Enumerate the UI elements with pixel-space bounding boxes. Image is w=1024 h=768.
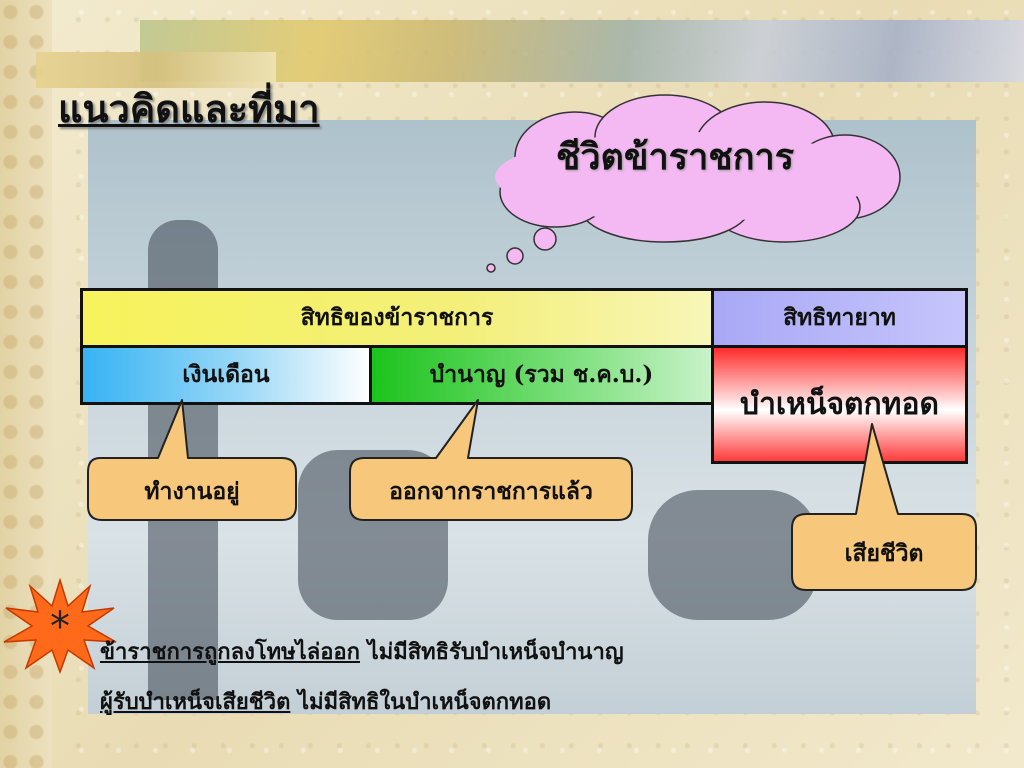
note-1-underlined: ข้าราชการถูกลงโทษไล่ออก <box>100 639 360 665</box>
heir-header-cell: สิทธิทายาท <box>711 288 968 348</box>
callout-deceased: เสียชีวิต <box>844 540 924 567</box>
rights-table: สิทธิของข้าราชการ สิทธิทายาท เงินเดือน บ… <box>80 288 968 464</box>
thought-cloud-icon <box>486 94 901 273</box>
pension-cell: บำนาญ (รวม ช.ค.บ.) <box>369 345 714 405</box>
note-2-rest: ไม่มีสิทธิในบำเหน็จตกทอด <box>290 689 552 715</box>
decorative-banner <box>140 20 1024 82</box>
starburst-icon: * <box>3 578 117 674</box>
note-line-2: ผู้รับบำเหน็จเสียชีวิต ไม่มีสิทธิในบำเหน… <box>100 684 551 719</box>
note-line-1: ข้าราชการถูกลงโทษไล่ออก ไม่มีสิทธิรับบำเ… <box>100 634 624 669</box>
callout-working: ทำงานอยู่ <box>144 478 240 505</box>
note-2-underlined: ผู้รับบำเหน็จเสียชีวิต <box>100 689 291 715</box>
salary-cell: เงินเดือน <box>80 345 372 405</box>
star-asterisk: * <box>50 604 70 650</box>
callout-retired: ออกจากราชการแล้ว <box>389 478 593 505</box>
note-1-rest: ไม่มีสิทธิรับบำเหน็จบำนาญ <box>359 639 624 665</box>
gratuity-cell: บำเหน็จตกทอด <box>711 345 968 464</box>
silhouette-seated-person-right <box>648 490 818 620</box>
decorative-banner-left <box>36 52 276 88</box>
thought-bubble-text: ชีวิตข้าราชการ <box>555 136 795 178</box>
slide-title: แนวคิดและที่มา <box>58 86 320 131</box>
